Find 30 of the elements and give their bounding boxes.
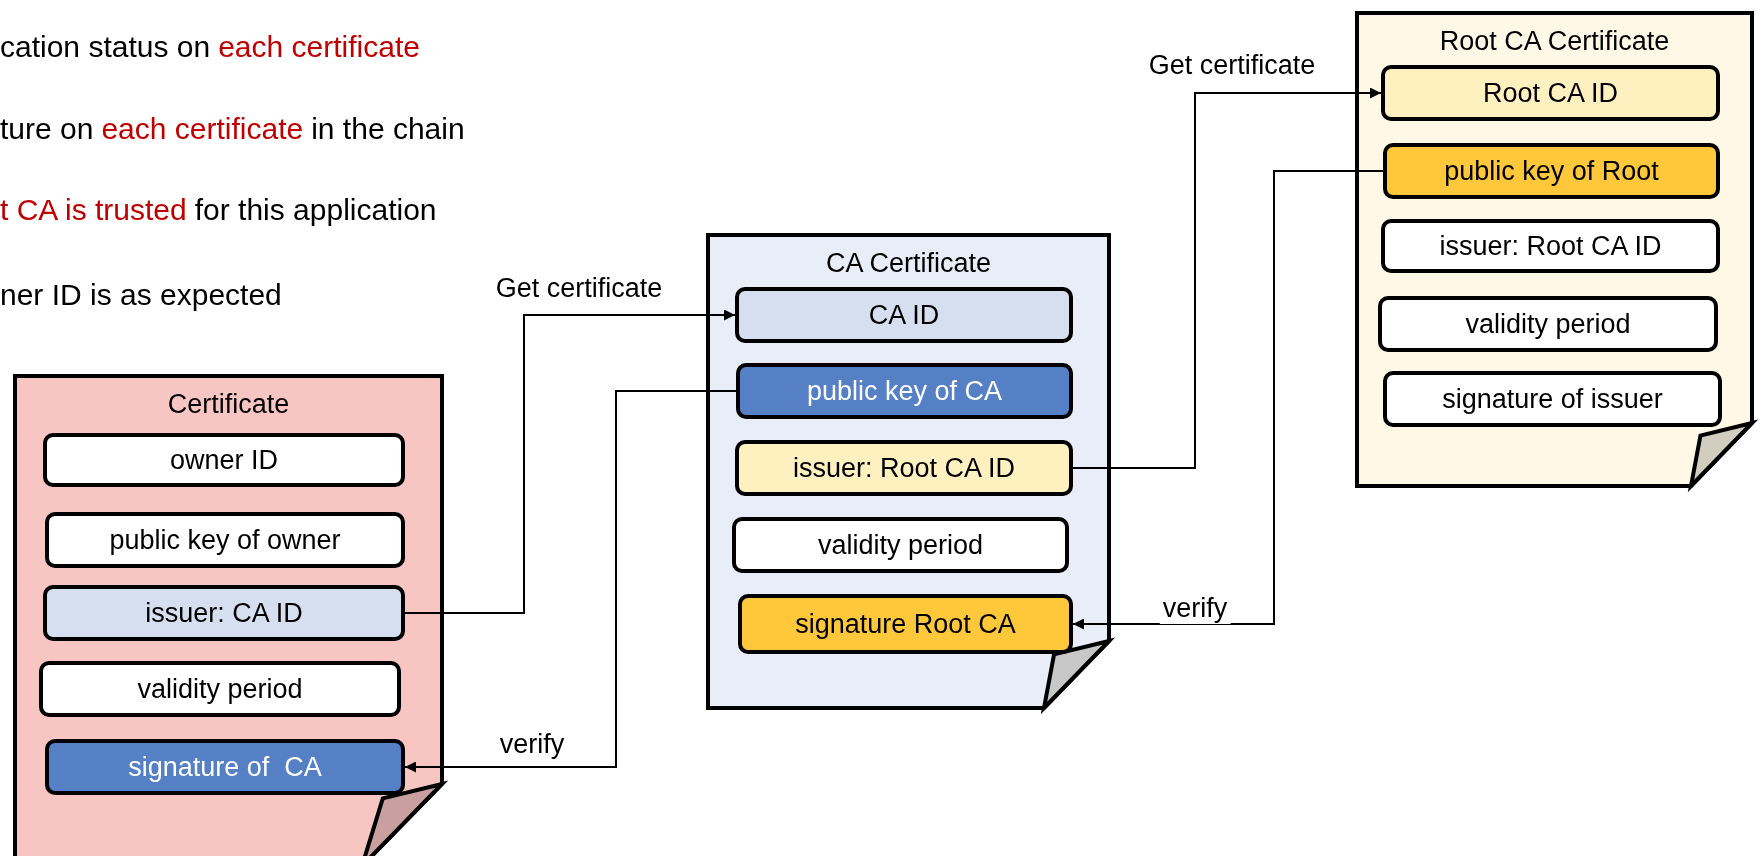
certificate-field: Root CA ID	[1381, 65, 1720, 121]
instruction-text: ture on	[0, 112, 94, 146]
instruction-text: each certificate	[101, 112, 304, 146]
certificate-field: CA ID	[735, 287, 1073, 343]
certificate-field: signature Root CA	[738, 594, 1073, 654]
instruction-text: ner ID is as expected	[0, 278, 282, 312]
certificate-field: issuer: Root CA ID	[735, 440, 1073, 496]
certificate-field: signature of issuer	[1383, 371, 1722, 427]
certificate-field: public key of CA	[736, 363, 1073, 419]
certificate-field: public key of Root	[1383, 143, 1720, 199]
instruction-text: for this application	[194, 193, 437, 227]
certificate-field: validity period	[732, 517, 1069, 573]
instruction-text: each certificate	[218, 30, 420, 64]
certificate-field: issuer: Root CA ID	[1381, 219, 1720, 273]
certificate-field: signature of CA	[45, 739, 405, 795]
document-title: Root CA Certificate	[1439, 25, 1670, 58]
connector-arrow	[404, 390, 737, 773]
certificate-field: issuer: CA ID	[43, 585, 405, 641]
connector-arrow	[1072, 170, 1384, 630]
certificate-field: public key of owner	[45, 512, 405, 568]
connector-arrow	[1072, 87, 1382, 469]
instruction-text: in the chain	[311, 112, 465, 146]
certificate-field: validity period	[39, 661, 401, 717]
connector-arrow	[404, 309, 736, 614]
certificate-field: validity period	[1378, 296, 1718, 352]
document-title: CA Certificate	[825, 247, 992, 280]
instruction-text: cation status on	[0, 30, 211, 64]
instruction-text: t CA is trusted	[0, 193, 187, 227]
certificate-field: owner ID	[43, 433, 405, 487]
document-title: Certificate	[167, 388, 290, 421]
